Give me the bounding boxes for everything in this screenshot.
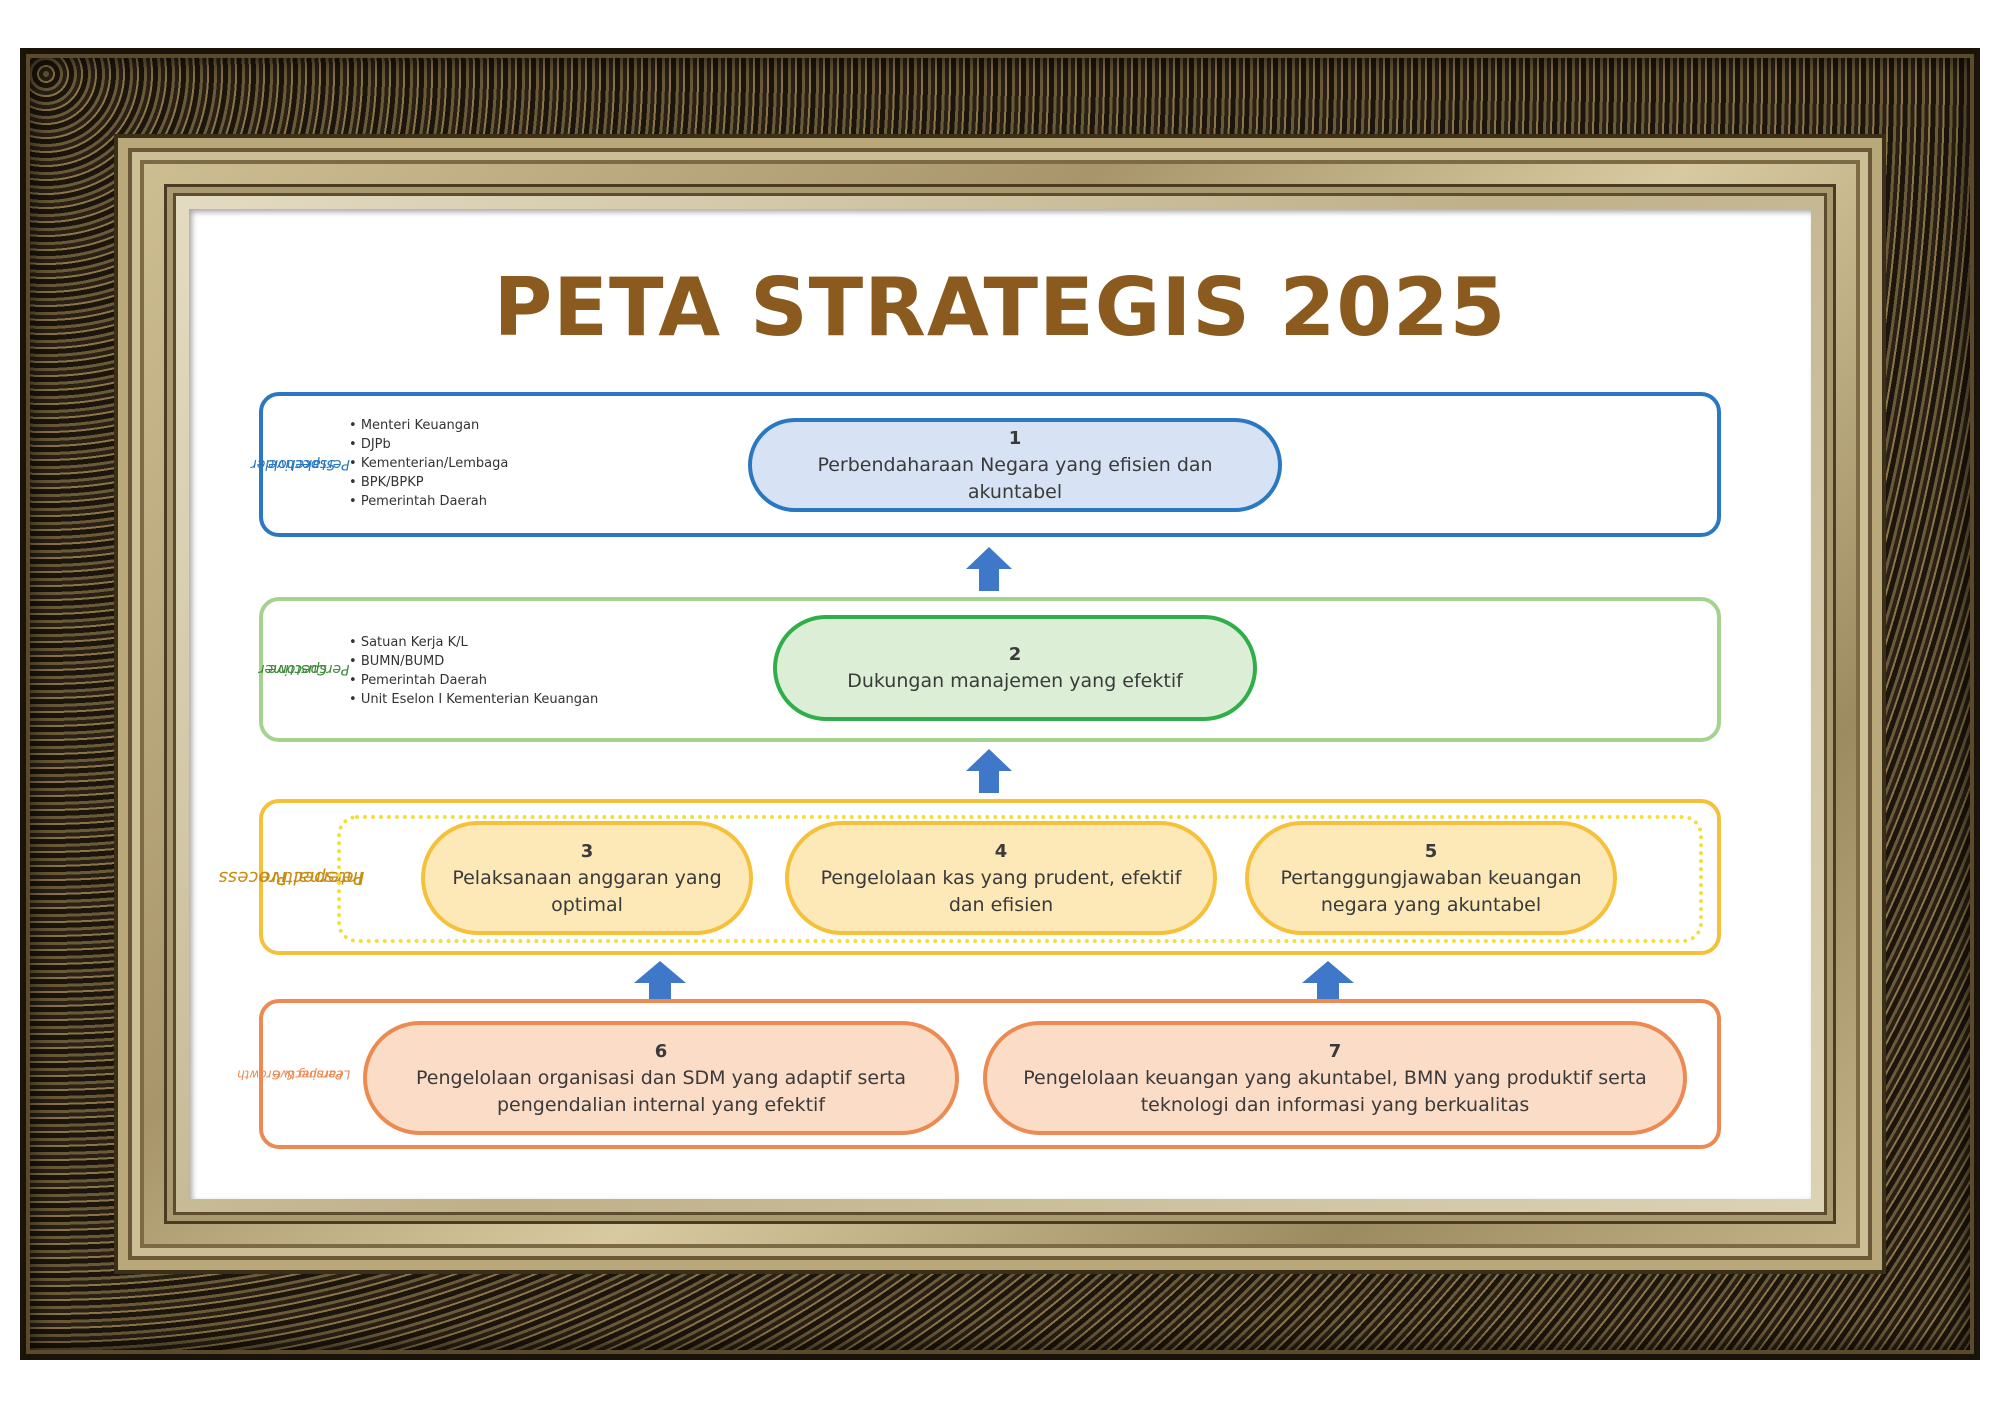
stakeholder-list: Menteri Keuangan DJPb Kementerian/Lembag…	[349, 416, 509, 511]
list-item: Pemerintah Daerah	[349, 492, 508, 511]
objective-2: 2 Dukungan manajemen yang efektif	[773, 615, 1257, 721]
internal-process-dotted-group	[337, 815, 1703, 943]
objective-number: 7	[1328, 1040, 1342, 1062]
arrow-up-icon	[1302, 961, 1354, 1005]
arrow-up-icon	[966, 547, 1012, 591]
objective-number: 2	[1008, 644, 1022, 665]
objective-4: 4 Pengelolaan kas yang prudent, efektif …	[785, 821, 1217, 935]
label-line-2: Perspective	[272, 1067, 343, 1082]
objective-text: Perbendaharaan Negara yang efisien dan a…	[817, 453, 1213, 503]
objective-text: Pengelolaan organisasi dan SDM yang adap…	[416, 1066, 906, 1116]
list-item: BPK/BPKP	[349, 473, 508, 492]
band-internal-process-perspective: Internal Process Perspective 3 Pelaksana…	[218, 799, 1721, 955]
arrow-up-icon	[966, 749, 1012, 793]
customer-list: Satuan Kerja K/L BUMN/BUMD Pemerintah Da…	[349, 633, 598, 709]
band-learning-growth-perspective: Learning & Growth Perspective 6 Pengelol…	[238, 999, 1721, 1149]
band-label-learning: Learning & Growth Perspective	[238, 1003, 351, 1145]
label-line-2: Perspective	[268, 661, 350, 678]
objective-number: 1	[1008, 427, 1022, 449]
objective-text: Dukungan manajemen yang efektif	[847, 670, 1183, 692]
strategy-map-canvas: PETA STRATEGIS 2025 Stakeholder Perspect…	[189, 209, 1811, 1199]
objective-5: 5 Pertanggungjawaban keuangan negara yan…	[1245, 821, 1617, 935]
objective-number: 6	[654, 1040, 668, 1062]
objective-7: 7 Pengelolaan keuangan yang akuntabel, B…	[983, 1021, 1687, 1135]
page-title: PETA STRATEGIS 2025	[493, 261, 1507, 354]
objective-6: 6 Pengelolaan organisasi dan SDM yang ad…	[363, 1021, 959, 1135]
objective-text: Pengelolaan keuangan yang akuntabel, BMN…	[1023, 1066, 1647, 1116]
objective-number: 5	[1424, 840, 1438, 862]
arrow-up-icon	[634, 961, 686, 1005]
frame-inner-slip: PETA STRATEGIS 2025 Stakeholder Perspect…	[164, 184, 1836, 1224]
list-item: Kementerian/Lembaga	[349, 454, 509, 473]
label-line-2: Perspective	[268, 456, 350, 473]
objective-text: Pelaksanaan anggaran yang optimal	[452, 866, 722, 916]
objective-text: Pengelolaan kas yang prudent, efektif da…	[820, 866, 1182, 916]
ornate-picture-frame: PETA STRATEGIS 2025 Stakeholder Perspect…	[20, 48, 1980, 1360]
band-label-stakeholder: Stakeholder Perspective	[251, 396, 350, 533]
band-label-internal: Internal Process Perspective	[218, 803, 363, 951]
band-customer-perspective: Customer Perspective Satuan Kerja K/L BU…	[259, 597, 1721, 742]
list-item: DJPb	[349, 435, 508, 454]
frame-gold-molding: PETA STRATEGIS 2025 Stakeholder Perspect…	[114, 134, 1886, 1274]
band-stakeholder-perspective: Stakeholder Perspective Menteri Keuangan…	[251, 392, 1721, 537]
list-item: Satuan Kerja K/L	[349, 633, 598, 652]
band-label-customer: Customer Perspective	[259, 601, 350, 738]
list-item: Pemerintah Daerah	[349, 671, 598, 690]
objective-text: Pertanggungjawaban keuangan negara yang …	[1280, 866, 1582, 916]
objective-1: 1 Perbendaharaan Negara yang efisien dan…	[748, 418, 1282, 512]
list-item: Menteri Keuangan	[349, 416, 508, 435]
list-item: BUMN/BUMD	[349, 652, 598, 671]
list-item: Unit Eselon I Kementerian Keuangan	[349, 690, 598, 709]
objective-number: 4	[994, 840, 1008, 862]
objective-number: 3	[580, 840, 594, 862]
objective-3: 3 Pelaksanaan anggaran yang optimal	[421, 821, 753, 935]
